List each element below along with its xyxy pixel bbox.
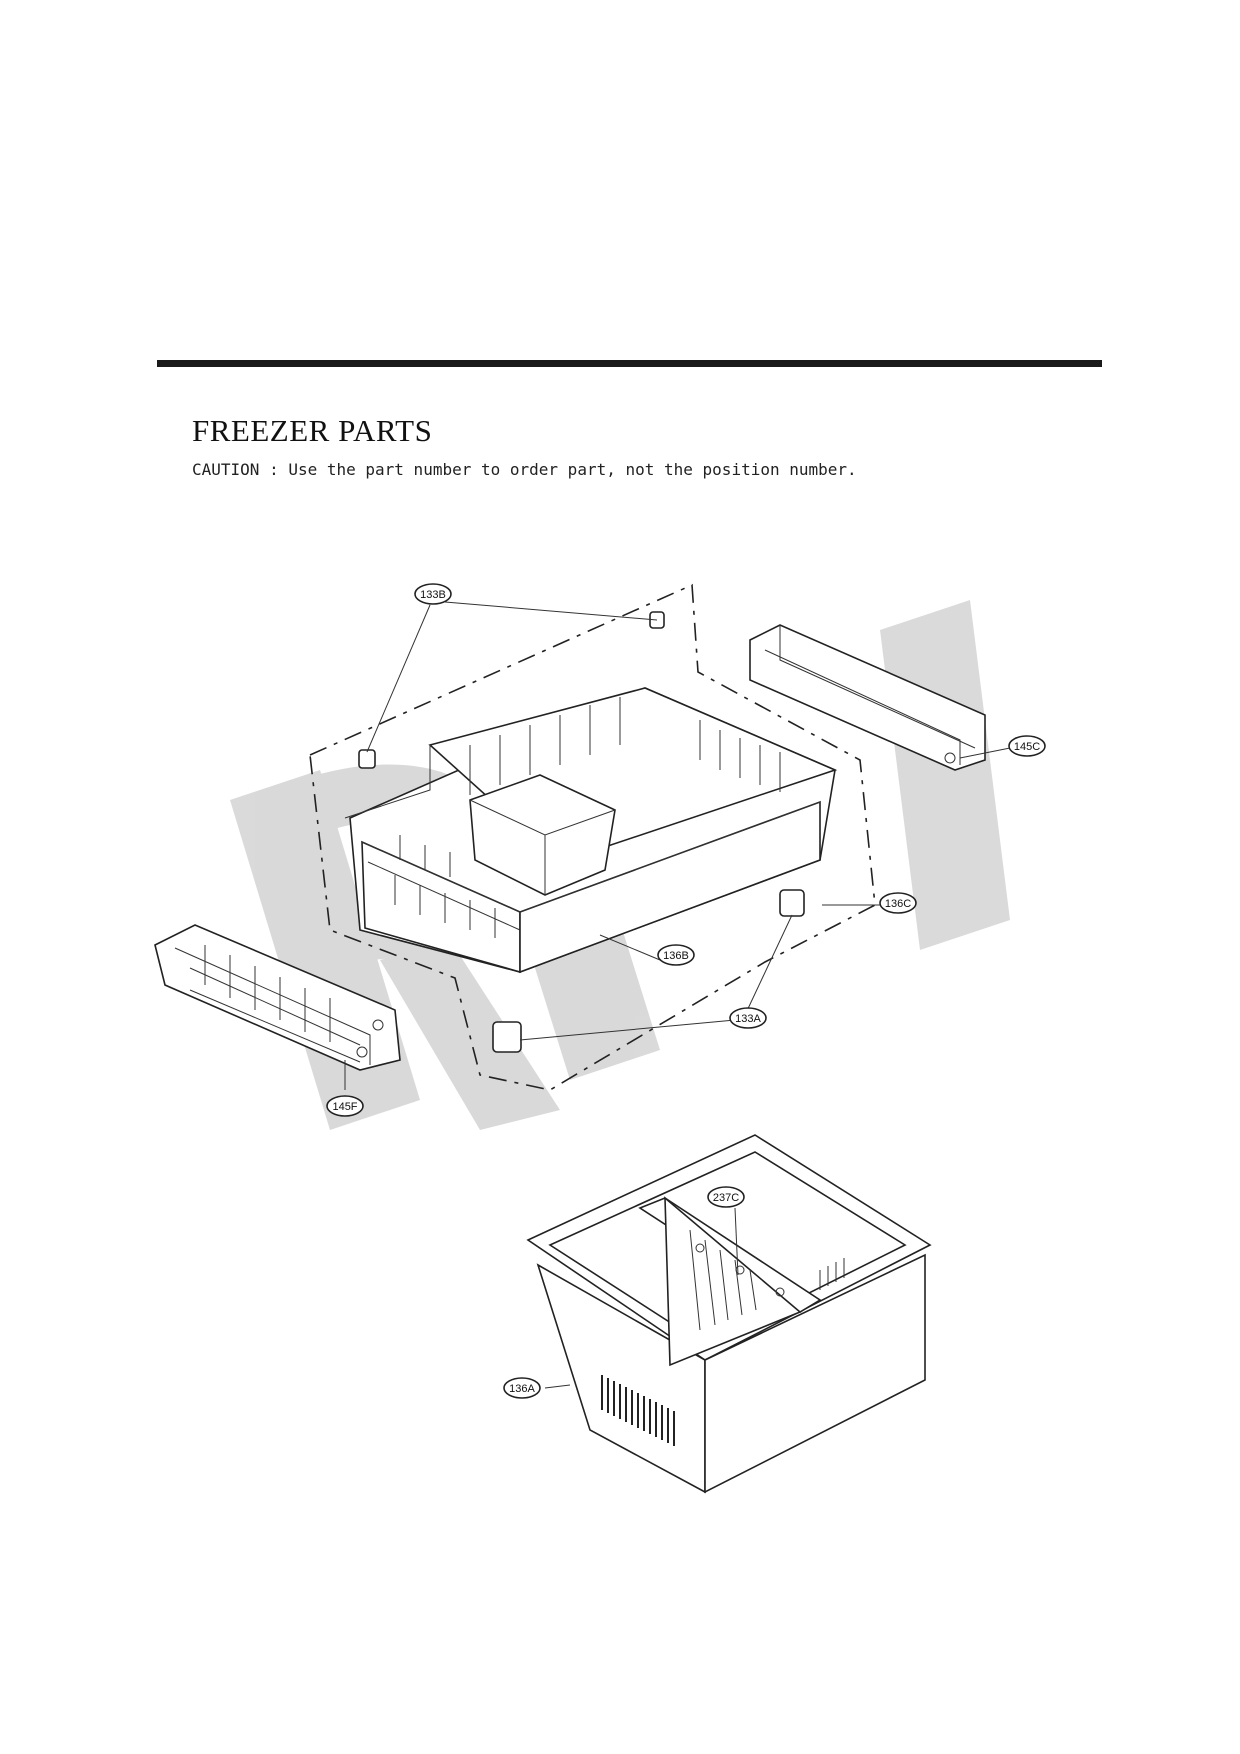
callout-136c: 136C (879, 892, 917, 914)
callout-145f: 145F (326, 1095, 364, 1117)
assembly-boundary (309, 583, 876, 1091)
callout-136a-label: 136A (509, 1383, 535, 1395)
leader-lines (344, 601, 1011, 1389)
callout-133b-label: 133B (420, 589, 446, 601)
ice-bin (469, 774, 616, 896)
stopper-133b-lower (358, 749, 376, 769)
header-rule (157, 360, 1102, 367)
callout-145c: 145C (1008, 735, 1046, 757)
callout-136b-label: 136B (663, 950, 689, 962)
callout-133a-label: 133A (735, 1013, 761, 1025)
rail-145f (154, 924, 401, 1071)
lower-basket (526, 1134, 932, 1494)
callout-145c-label: 145C (1014, 741, 1040, 753)
callout-136a: 136A (503, 1377, 541, 1399)
callout-133a: 133A (729, 1007, 767, 1029)
caution-note: CAUTION : Use the part number to order p… (192, 460, 857, 479)
callout-237c-label: 237C (713, 1192, 739, 1204)
callout-145f-label: 145F (332, 1101, 357, 1113)
callout-133b: 133B (414, 583, 452, 605)
stopper-133a-right (779, 889, 805, 917)
callout-237c: 237C (707, 1186, 745, 1208)
page-title: FREEZER PARTS (192, 413, 433, 448)
callout-136b: 136B (657, 944, 695, 966)
stopper-133a-left (492, 1021, 522, 1053)
rail-145c (749, 624, 986, 771)
callout-136c-label: 136C (885, 898, 911, 910)
